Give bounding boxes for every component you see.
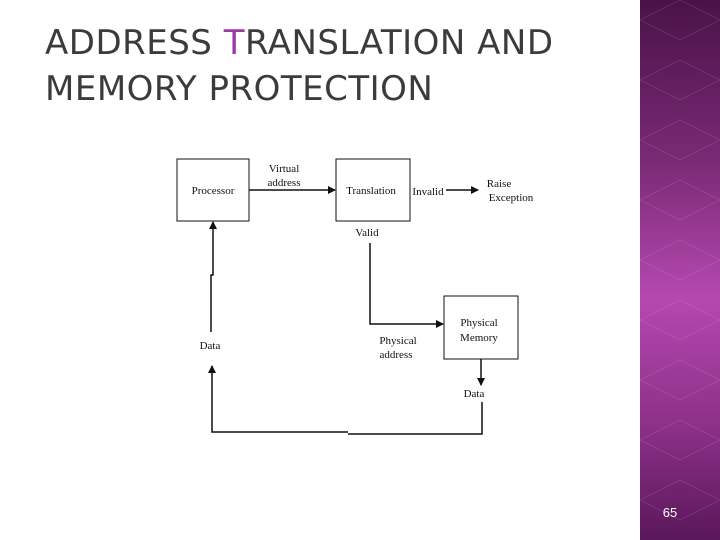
raise-exception-label-line2: Exception	[489, 192, 534, 204]
address-translation-diagram: Processor Virtual address Translation In…	[176, 158, 534, 435]
physical-memory-label-line1: Physical	[460, 317, 497, 329]
slide-title: ADDRESS TRANSLATION AND MEMORY PROTECTION	[45, 20, 625, 112]
processor-label: Processor	[192, 185, 235, 197]
panel-pattern	[640, 0, 720, 521]
physical-address-label-line1: Physical	[379, 335, 416, 347]
physical-memory-box	[443, 295, 519, 360]
data-bottom-label: Data	[464, 388, 485, 400]
physical-address-label-line2: address	[380, 349, 413, 361]
processor-box	[176, 158, 250, 222]
virtual-address-label-line1: Virtual	[269, 163, 300, 175]
page-number: 65	[662, 505, 678, 520]
translation-label: Translation	[346, 185, 396, 197]
data-return-path	[348, 402, 483, 435]
data-return-to-processor-arrow	[208, 365, 348, 433]
title-accent-letter: T	[223, 23, 245, 63]
data-left-label: Data	[200, 340, 221, 352]
data-to-processor-arrow	[209, 221, 217, 332]
physical-memory-label-line2: Memory	[460, 332, 498, 344]
valid-to-physical-memory-arrow	[369, 243, 444, 328]
valid-label: Valid	[355, 227, 379, 239]
decorative-side-panel	[640, 0, 720, 540]
title-line2: MEMORY PROTECTION	[45, 69, 434, 109]
raise-exception-label-line1: Raise	[487, 178, 512, 190]
title-first-word: ADDRESS	[45, 23, 213, 63]
title-rest-line1: RANSLATION AND	[244, 23, 554, 63]
translation-box	[335, 158, 411, 222]
virtual-address-label-line2: address	[268, 177, 301, 189]
invalid-label: Invalid	[412, 186, 444, 198]
